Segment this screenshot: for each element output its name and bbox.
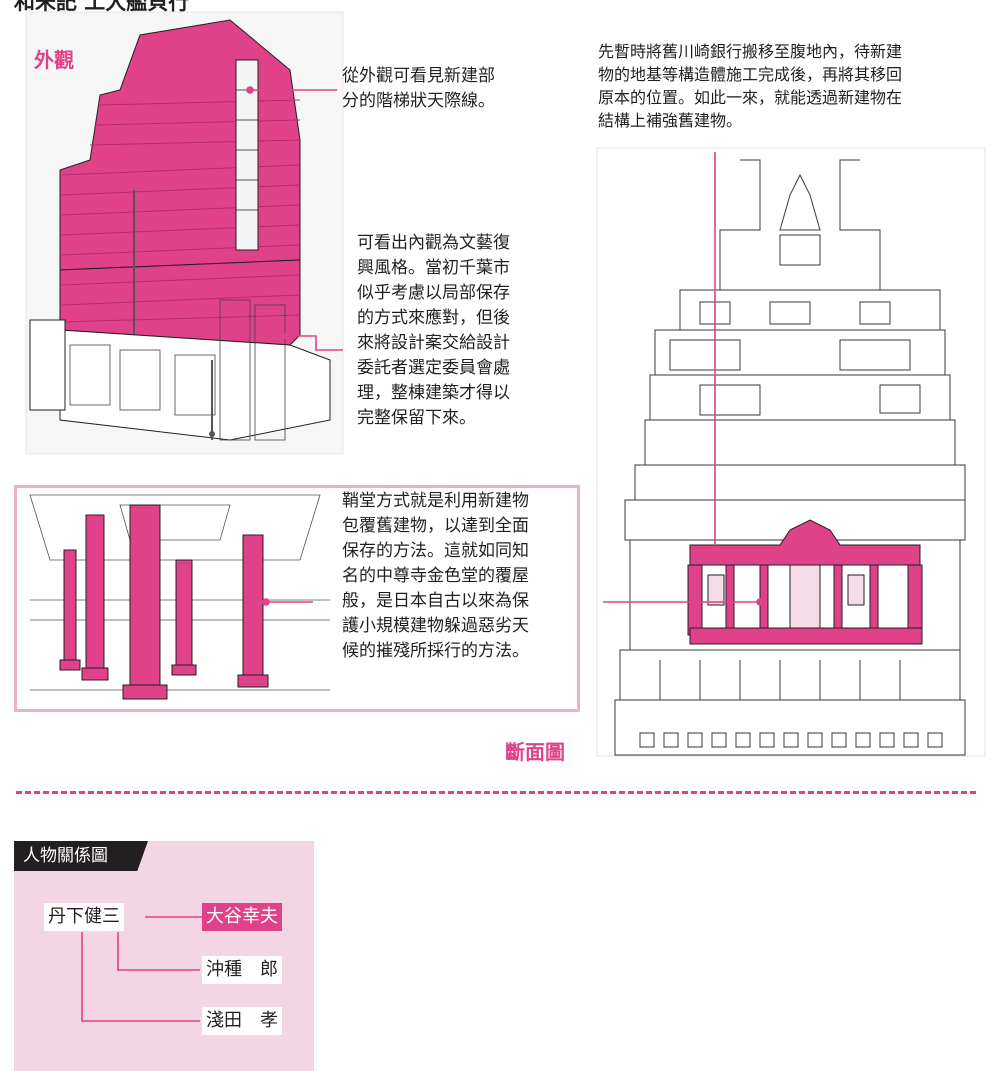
section-callout: 先暫時將舊川崎銀行搬移至腹地內，待新建 物的地基等構造體施工完成後，再將其移回 … [598, 42, 903, 130]
person-child-2: 沖種 郎 [202, 956, 282, 984]
exterior-callout-top: 從外觀可看見新建部 分的階梯狀天際線。 [342, 66, 495, 111]
exterior-callout-side: 可看出內觀為文藝復 興風格。當初千葉市 似乎考慮以局部保存 的方式來應對，但後 … [357, 233, 510, 428]
person-root: 丹下健三 [44, 903, 124, 931]
dashed-divider [16, 791, 976, 794]
cut-header: 和未記 工大艦貝行 [14, 0, 190, 14]
interior-callout: 鞘堂方式就是利用新建物 包覆舊建物，以達到全面 保存的方法。這就如同知 名的中尊… [342, 491, 529, 661]
exterior-label: 外觀 [34, 48, 74, 72]
relations-title: 人物關係圖 [14, 841, 148, 871]
person-child-3: 淺田 孝 [202, 1007, 282, 1035]
person-child-1: 大谷幸夫 [202, 903, 282, 931]
section-label: 斷面圖 [497, 736, 573, 767]
